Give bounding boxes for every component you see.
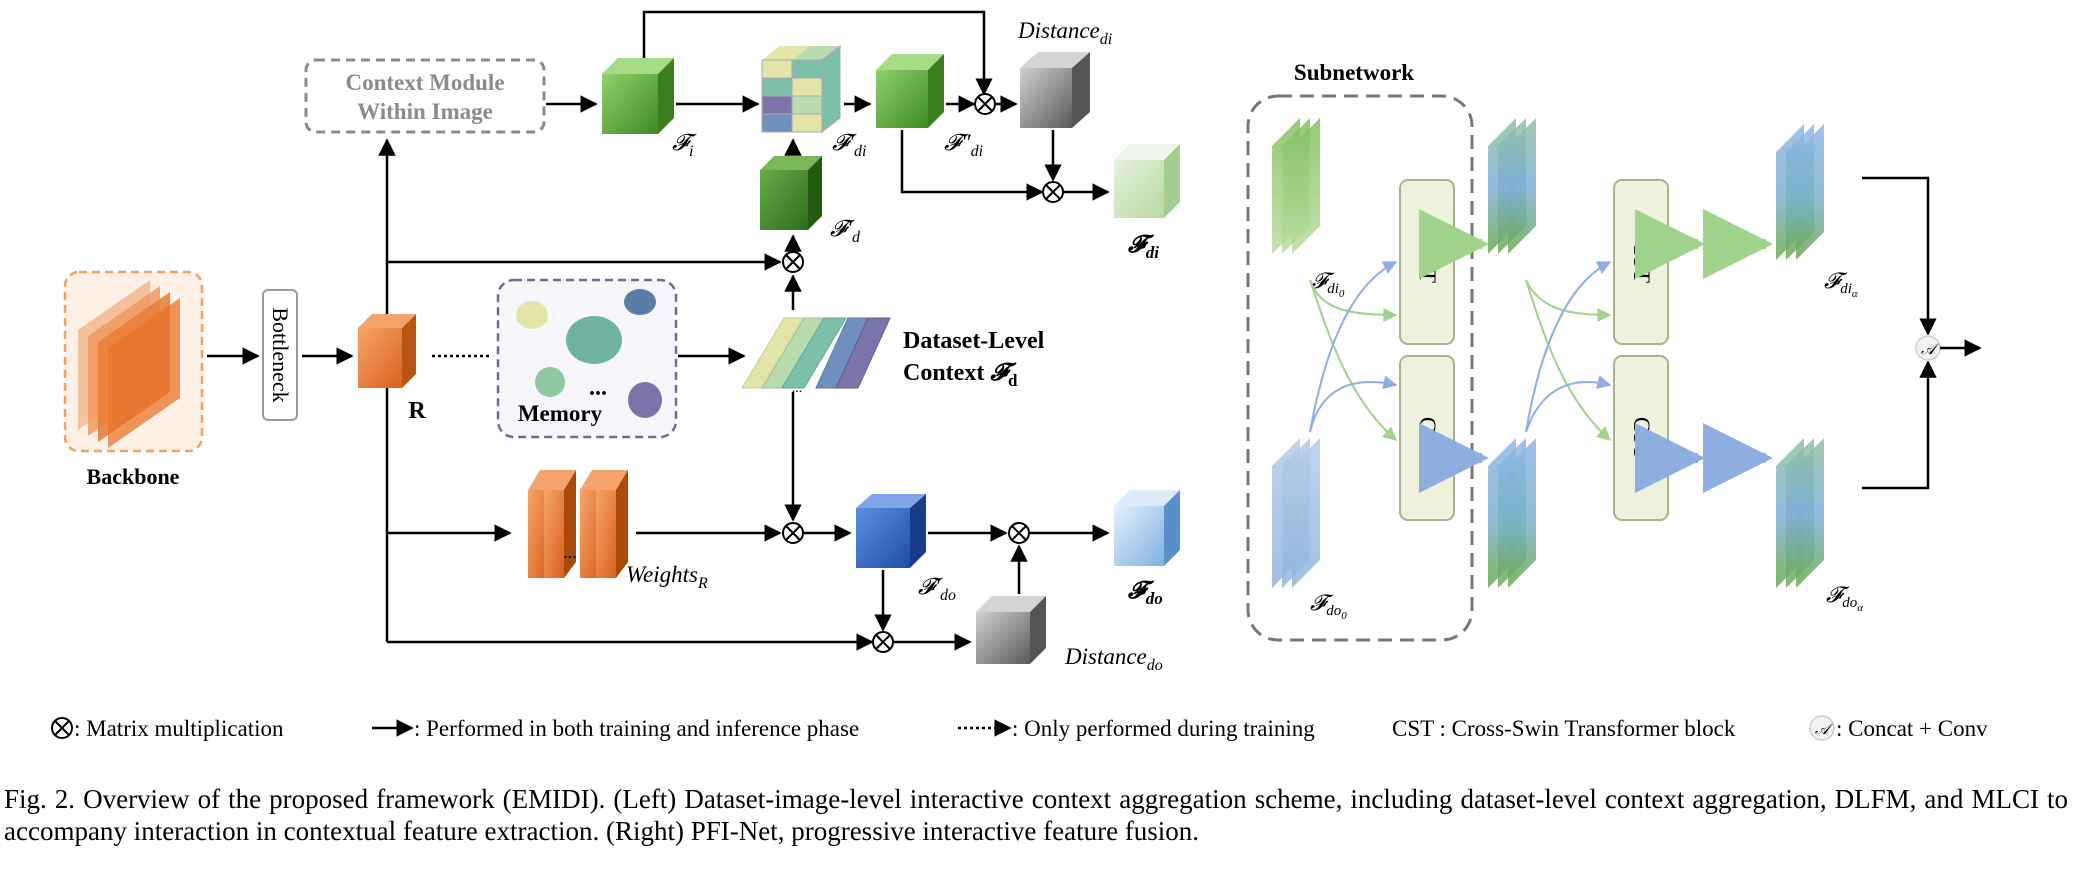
- backbone-layers: [78, 280, 180, 448]
- dataset-level-label-2: Context 𝓕d: [903, 360, 1018, 390]
- f-d-prime-label: 𝓕′d: [830, 216, 861, 246]
- f-dia-label: 𝓕diα: [1824, 268, 1858, 300]
- distance-do-cube: [976, 596, 1046, 664]
- matmul-op-6: [872, 631, 894, 653]
- f-do-output-cube: [1114, 490, 1180, 566]
- memory-clusters: [516, 289, 662, 418]
- figure-caption: Fig. 2. Overview of the proposed framewo…: [4, 784, 2068, 846]
- distance-di-label: Distancedi: [1017, 18, 1112, 48]
- legend: : Matrix multiplication : Performed in b…: [51, 715, 1988, 741]
- progress-dots-top: [1635, 209, 1773, 279]
- f-di-output-cube: [1114, 144, 1180, 218]
- dataset-level-blocks: [741, 317, 891, 389]
- legend-dotted: : Only performed during training: [1012, 716, 1315, 741]
- f-doa-label: 𝓕doα: [1826, 582, 1863, 614]
- legend-concat-symbol: 𝒜: [1809, 715, 1835, 741]
- concat-op: 𝒜: [1915, 335, 1941, 361]
- f-d-prime-cube: [760, 156, 822, 230]
- bottleneck-box: [262, 289, 298, 421]
- f-di-output-label: 𝓕di: [1127, 232, 1159, 262]
- progress-dots-bottom: [1635, 423, 1773, 493]
- matmul-op-4: [782, 522, 804, 544]
- legend-matmul: : Matrix multiplication: [74, 716, 284, 741]
- weights-blocks: [528, 470, 628, 578]
- f-do-output-label: 𝓕do: [1127, 578, 1163, 608]
- weights-ellipsis: ...: [563, 542, 577, 562]
- legend-solid: : Performed in both training and inferen…: [414, 716, 859, 741]
- f-do-prime-label: 𝓕′do: [918, 574, 956, 604]
- f-i-cube: [602, 58, 674, 134]
- mid-layers-bottom: [1488, 438, 1536, 588]
- dataset-level-label-1: Dataset-Level: [903, 328, 1045, 354]
- cross-connections-2: [1525, 261, 1612, 441]
- f-do0-layers: [1272, 438, 1320, 588]
- f-di-prime-label: 𝓕′di: [832, 130, 866, 160]
- f-di-dprime-cube: [876, 54, 944, 128]
- f-dia-layers: [1776, 124, 1824, 260]
- mid-layers-top: [1488, 118, 1536, 254]
- r-cube: [358, 314, 416, 388]
- legend-cst: CST : Cross-Swin Transformer block: [1392, 716, 1736, 741]
- dataset-ellipsis: ...: [792, 381, 803, 396]
- memory-label: Memory: [518, 401, 603, 426]
- framework-diagram: Backbone Bottleneck R ... Memory ... Dat…: [51, 10, 1988, 741]
- legend-concat: : Concat + Conv: [1836, 716, 1988, 741]
- legend-matmul-symbol: [51, 717, 73, 739]
- r-label: R: [408, 398, 426, 424]
- context-module-label-2: Within Image: [357, 99, 493, 124]
- f-doa-layers: [1776, 438, 1824, 588]
- distance-do-label: Distancedo: [1064, 644, 1163, 674]
- distance-di-cube: [1020, 52, 1090, 128]
- context-module-box: [304, 58, 546, 134]
- weights-label: WeightsR: [626, 562, 708, 592]
- cross-connections-1: [1309, 261, 1398, 441]
- cst-label-2: CST: [1415, 417, 1440, 459]
- matmul-op-2: [1042, 181, 1064, 203]
- f-di-dprime-label: 𝓕″di: [944, 130, 983, 160]
- context-module-label-1: Context Module: [345, 70, 504, 95]
- memory-ellipsis: ...: [589, 375, 607, 401]
- cst-label-1: CST: [1415, 241, 1440, 283]
- f-di-prime-blocks: [761, 44, 842, 134]
- matmul-op-5: [1008, 522, 1030, 544]
- bottleneck-label: Bottleneck: [268, 307, 293, 402]
- f-di0-layers: [1272, 118, 1320, 254]
- backbone-label: Backbone: [87, 464, 180, 489]
- cst-label-4: CST: [1629, 417, 1654, 459]
- matmul-op-3: [782, 251, 804, 273]
- cst-label-3: CST: [1629, 241, 1654, 283]
- matmul-op-1: [974, 93, 996, 115]
- f-do-prime-cube: [856, 494, 926, 568]
- subnetwork-label: Subnetwork: [1294, 60, 1414, 85]
- f-i-label: 𝓕i: [672, 130, 697, 160]
